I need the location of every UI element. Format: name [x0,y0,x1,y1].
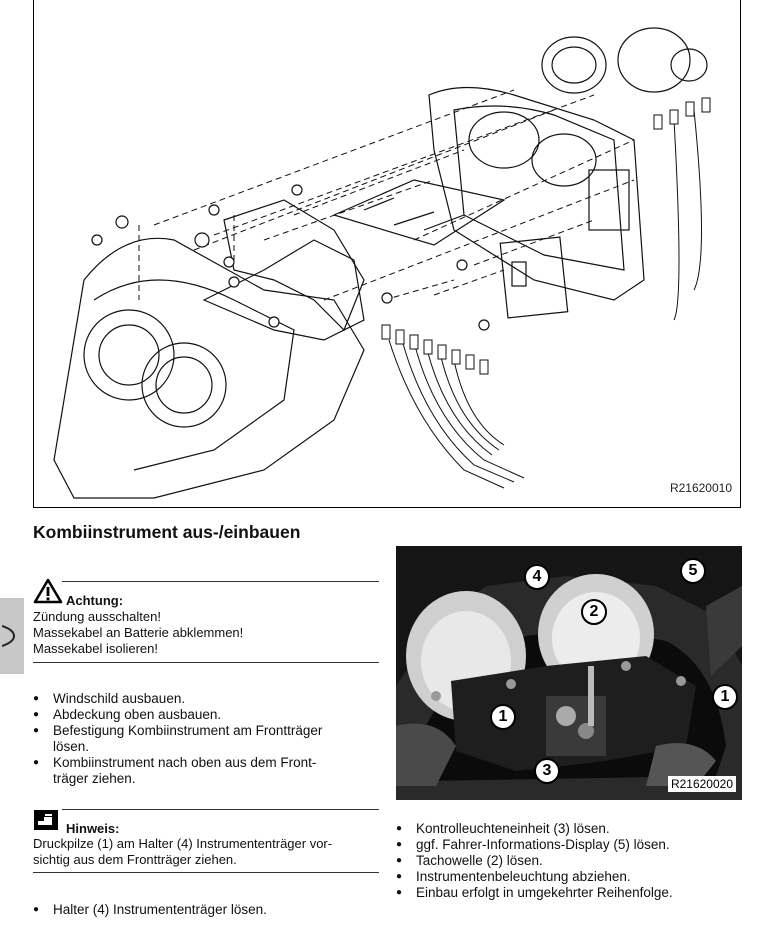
exploded-view-figure: R21620010 [33,0,741,508]
list-item: Befestigung Kombiinstrument am Frontträg… [33,723,383,755]
steps-right-list: Kontrolleuchteneinheit (3) lösen. ggf. F… [396,821,756,901]
steps-bottom-left-list: Halter (4) Instrumententräger lösen. [33,902,383,918]
callout-1: 1 [490,704,516,730]
warning-bottom-rule [33,662,379,663]
warning-triangle-icon [33,578,63,604]
exploded-view-drawing [53,27,711,499]
list-item: Abdeckung oben ausbauen. [33,707,383,723]
list-item: Windschild ausbauen. [33,691,383,707]
list-item: ggf. Fahrer-Informations-Display (5) lös… [396,837,756,853]
callout-5: 5 [680,558,706,584]
warning-title: Achtung: [66,593,124,608]
note-line: sichtig aus dem Frontträger ziehen. [33,852,237,867]
list-item: Einbau erfolgt in umgekehrter Reihenfolg… [396,885,756,901]
warning-line: Massekabel an Batterie abklemmen! [33,625,244,640]
note-top-rule [62,809,379,810]
figure-code: R21620010 [669,481,732,495]
warning-line: Zündung ausschalten! [33,609,161,624]
instrument-photo: 4 5 2 1 1 3 R21620020 [396,546,742,800]
steps-left-list: Windschild ausbauen. Abdeckung oben ausb… [33,691,383,787]
list-item: Halter (4) Instrumententräger lösen. [33,902,383,918]
warning-line: Massekabel isolieren! [33,641,159,656]
list-item: Instrumentenbeleuchtung abziehen. [396,869,756,885]
callout-2: 2 [581,599,607,625]
callout-3: 3 [534,758,560,784]
photo-drawing [396,546,742,800]
section-title: Kombiinstrument aus-/einbauen [33,522,301,542]
callout-1: 1 [712,684,738,710]
callout-4: 4 [524,564,550,590]
photo-code: R21620020 [667,776,736,792]
note-bottom-rule [33,872,379,873]
list-item: Tachowelle (2) lösen. [396,853,756,869]
note-hand-icon [34,810,58,830]
chapter-tab [0,598,24,674]
note-title: Hinweis: [66,821,120,836]
list-item: Kombiinstrument nach oben aus dem Front-… [33,755,383,787]
note-line: Druckpilze (1) am Halter (4) Instrumente… [33,836,333,851]
warning-top-rule [62,581,379,582]
list-item: Kontrolleuchteneinheit (3) lösen. [396,821,756,837]
motorcycle-tab-icon [2,625,16,647]
